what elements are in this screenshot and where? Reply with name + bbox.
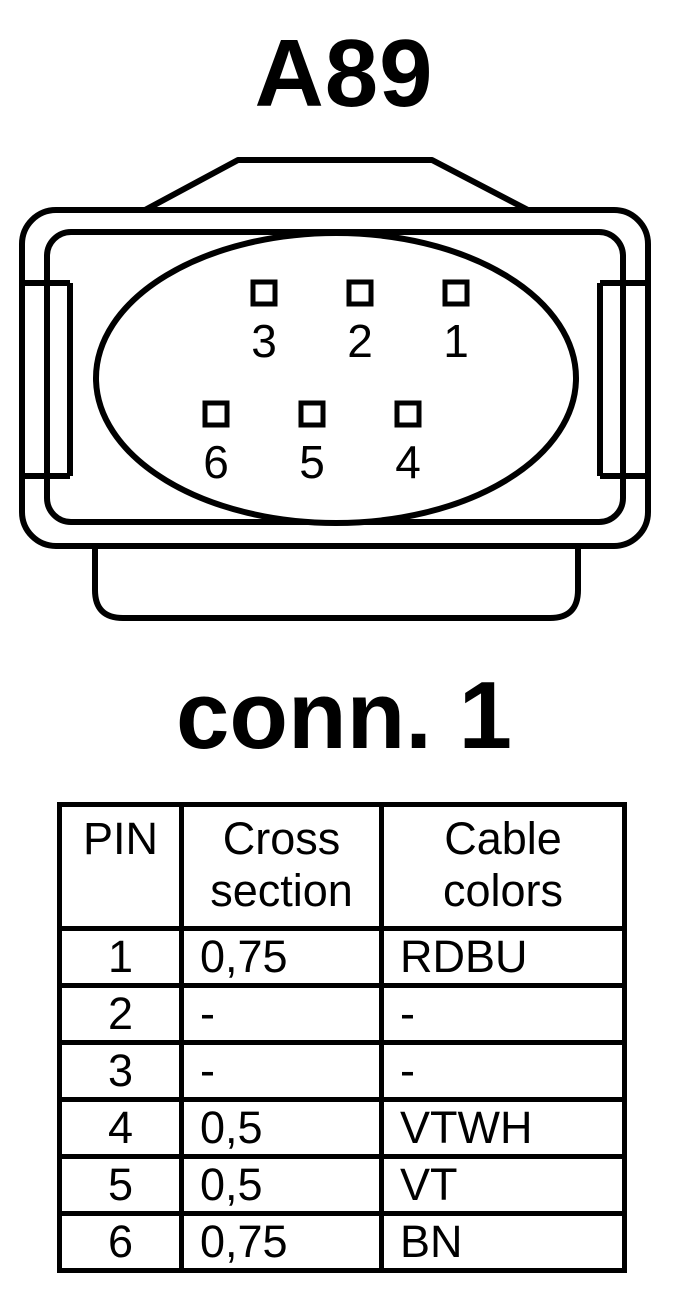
cell-cable-color: BN — [379, 1211, 627, 1273]
header-pin: PIN — [57, 802, 184, 931]
connector-bottom-tab — [92, 546, 581, 621]
cell-pin: 5 — [57, 1154, 184, 1216]
pin-contact-4 — [394, 400, 422, 428]
table-row: 4 0,5 VTWH — [57, 1097, 627, 1159]
header-cable-colors: Cable colors — [379, 802, 627, 931]
cell-cross-section: 0,5 — [179, 1097, 384, 1159]
cell-cable-color: - — [379, 983, 627, 1045]
table-row: 1 0,75 RDBU — [57, 926, 627, 988]
table-row: 5 0,5 VT — [57, 1154, 627, 1216]
cell-pin: 1 — [57, 926, 184, 988]
pin-number-3: 3 — [251, 315, 277, 367]
pin-number-1: 1 — [443, 315, 469, 367]
pin-number-2: 2 — [347, 315, 373, 367]
cell-pin: 2 — [57, 983, 184, 1045]
table-header-row: PIN Cross section Cable colors — [57, 802, 627, 931]
table-row: 6 0,75 BN — [57, 1211, 627, 1273]
cell-cross-section: 0,75 — [179, 1211, 384, 1273]
pin-number-5: 5 — [299, 436, 325, 488]
pin-contact-5 — [298, 400, 326, 428]
connector-drawing: 3 2 1 6 5 4 — [19, 157, 651, 621]
connector-label: conn. 1 — [175, 662, 513, 769]
pin-contact-1 — [442, 279, 470, 307]
cell-cross-section: - — [179, 1040, 384, 1102]
cell-cross-section: 0,75 — [179, 926, 384, 988]
pin-contact-6 — [202, 400, 230, 428]
cell-cross-section: 0,5 — [179, 1154, 384, 1216]
cell-cable-color: VT — [379, 1154, 627, 1216]
pin-contact-3 — [250, 279, 278, 307]
connector-outer-shell — [19, 207, 651, 549]
cell-pin: 6 — [57, 1211, 184, 1273]
connector-oval-insert — [93, 230, 579, 526]
cell-pin: 3 — [57, 1040, 184, 1102]
cell-pin: 4 — [57, 1097, 184, 1159]
pin-assignment-table: PIN Cross section Cable colors 1 0,75 RD… — [57, 802, 627, 1273]
cell-cable-color: - — [379, 1040, 627, 1102]
cell-cable-color: RDBU — [379, 926, 627, 988]
cell-cross-section: - — [179, 983, 384, 1045]
pin-contact-2 — [346, 279, 374, 307]
table-row: 3 - - — [57, 1040, 627, 1102]
connector-title: A89 — [254, 20, 434, 127]
pin-number-4: 4 — [395, 436, 421, 488]
connector-latch — [143, 157, 530, 213]
cell-cable-color: VTWH — [379, 1097, 627, 1159]
pin-number-6: 6 — [203, 436, 229, 488]
header-cross-section: Cross section — [179, 802, 384, 931]
table-row: 2 - - — [57, 983, 627, 1045]
